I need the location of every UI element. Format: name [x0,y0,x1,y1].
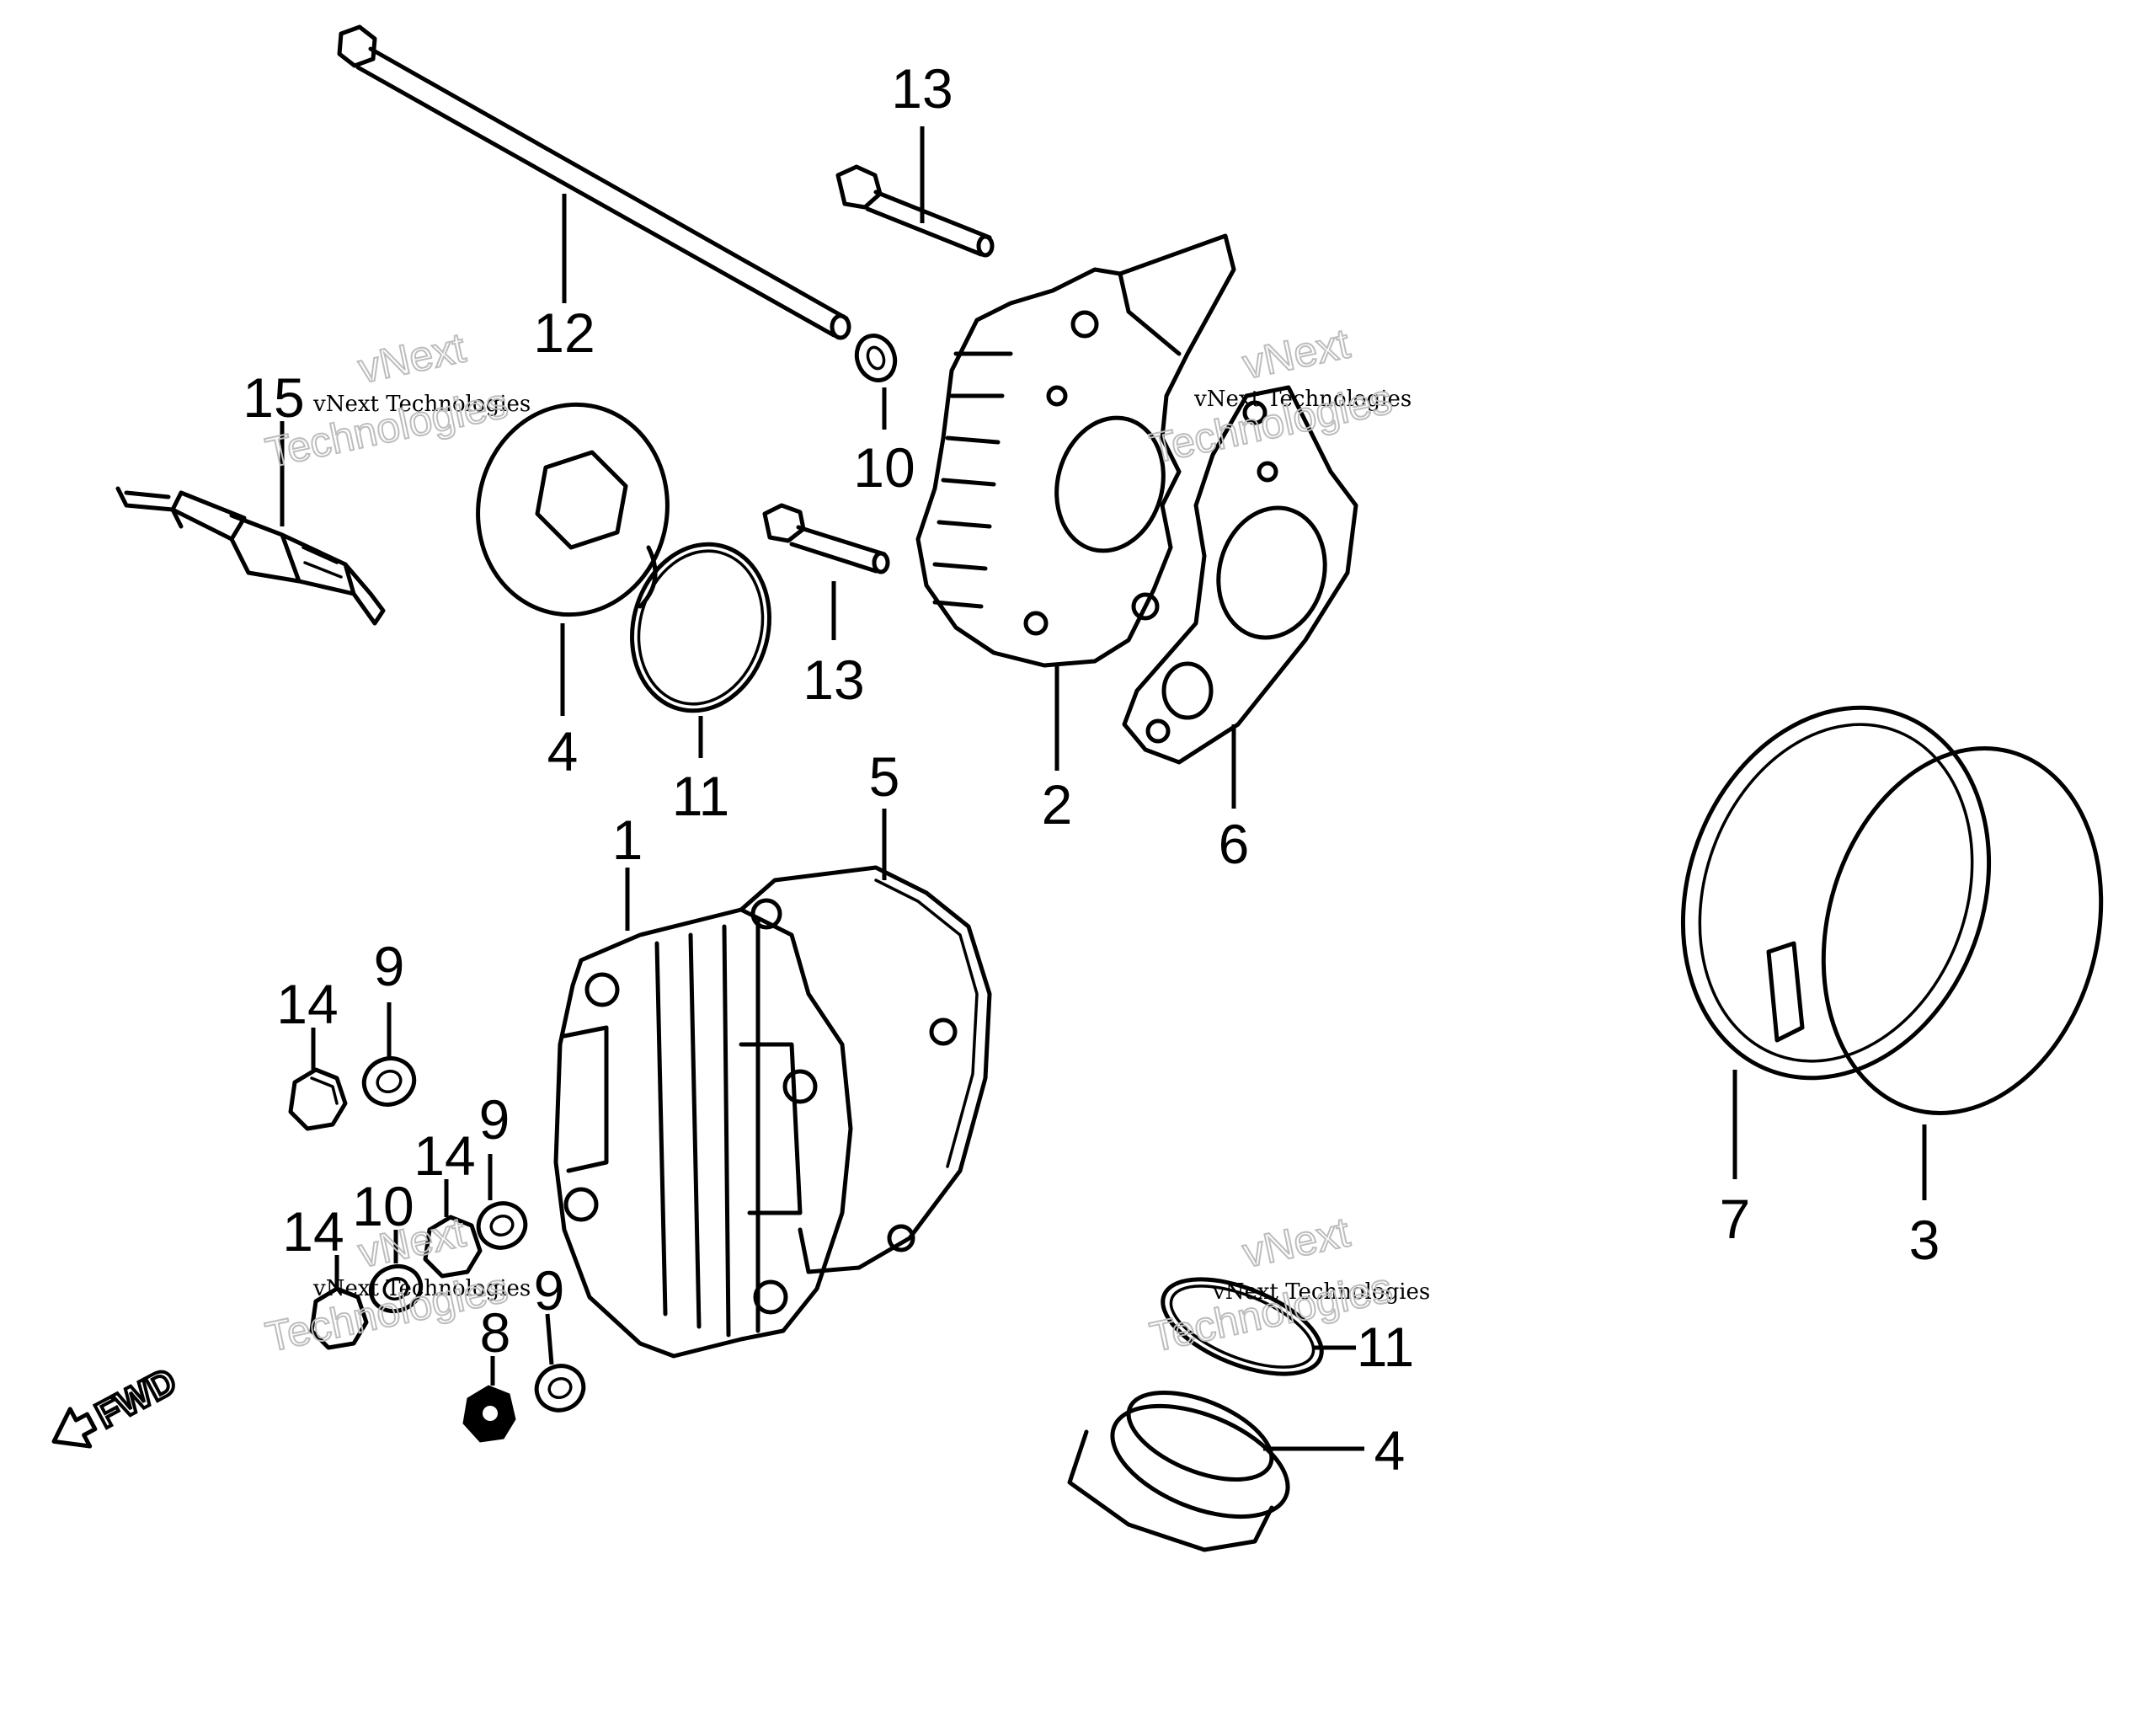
watermark-2: vNext Technologies vNext Technologies [1145,318,1412,473]
callout-13-lower: 13 [803,649,864,711]
svg-text:vNext: vNext [355,323,470,392]
part-5-cover-gasket [739,865,992,1274]
callout-10-lower: 10 [352,1175,414,1237]
callout-10-upper: 10 [853,436,915,499]
part-2-head-housing [915,233,1236,668]
callout-14-upper: 14 [276,973,338,1035]
fwd-label: FWD [89,1360,183,1436]
callout-13-upper: 13 [891,57,953,120]
callout-3: 3 [1909,1209,1940,1271]
part-11-oring-lower [1161,1277,1324,1376]
svg-text:vNext Technologies: vNext Technologies [1212,1279,1430,1305]
part-10-washer-lower [368,1264,424,1313]
part-14-cap-nut-lower [309,1286,369,1350]
callout-1: 1 [612,809,643,871]
part-6-gasket [1122,385,1358,765]
svg-text:vNext: vNext [1239,1208,1354,1276]
callout-9-b: 9 [479,1088,510,1151]
fwd-arrow-icon: FWD [51,1359,184,1449]
callout-4-lower: 4 [1374,1419,1406,1482]
part-12-long-bolt [337,24,851,340]
svg-text:vNext Technologies: vNext Technologies [1193,387,1412,412]
part-3-cover [1766,745,2104,1116]
callout-15: 15 [243,366,304,429]
part-14-cap-nut-middle [423,1215,483,1279]
part-13-bolt-upper [835,164,995,258]
part-7-ring [1680,705,1992,1081]
callout-11-upper: 11 [672,765,730,827]
callout-14-lower: 14 [282,1200,344,1263]
callout-8: 8 [480,1301,511,1364]
callout-6: 6 [1219,813,1250,875]
part-10-washer-upper [854,334,898,382]
callout-7: 7 [1720,1188,1751,1250]
part-4-cap-lower [1067,1390,1290,1552]
svg-text:vNext Technologies: vNext Technologies [312,1276,531,1301]
callout-11-lower: 11 [1357,1316,1415,1378]
part-9-washer-b [476,1201,528,1250]
part-15-spark-plug [115,486,386,626]
part-14-cap-nut-upper [288,1067,348,1131]
callout-14-middle: 14 [414,1124,475,1187]
part-1-head-cover [553,907,853,1359]
part-9-washer-c [534,1364,586,1413]
callout-9-c: 9 [534,1259,565,1322]
callout-5: 5 [869,745,900,808]
callout-4-upper: 4 [547,720,579,782]
leader-lines [280,126,1927,1451]
part-11-oring-upper [630,542,771,713]
callout-2: 2 [1042,773,1073,836]
callout-9-a: 9 [374,935,405,997]
callout-numbers: 12 13 15 10 13 4 11 2 6 5 1 14 9 9 14 10… [243,57,1940,1482]
part-9-washer-a [361,1056,417,1107]
part-13-bolt-lower [762,503,890,574]
callout-12: 12 [533,302,595,364]
svg-text:vNext: vNext [1239,319,1354,387]
svg-text:vNext Technologies: vNext Technologies [312,392,531,417]
part-8-nut [462,1385,516,1443]
